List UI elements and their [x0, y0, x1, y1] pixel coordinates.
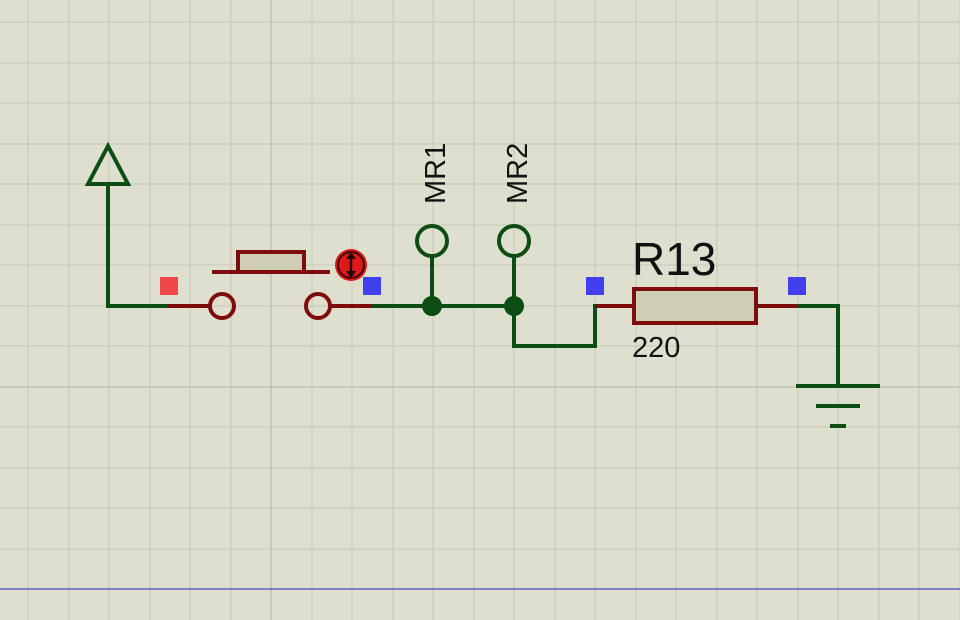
terminal-mr1[interactable]: MR1	[415, 143, 452, 258]
pin-end-marker-blue	[363, 277, 381, 295]
power-arrow-icon[interactable]	[84, 141, 132, 306]
resistor-r13[interactable]: R13 220	[595, 233, 798, 364]
resistor-value-label: 220	[632, 332, 680, 364]
pin-end-marker-blue	[586, 277, 604, 295]
ground-icon[interactable]	[796, 384, 880, 428]
terminal-mr2[interactable]: MR2	[497, 143, 534, 258]
junction-dot-mr2	[504, 296, 524, 316]
terminal-circle-icon	[497, 224, 531, 258]
wire-resistor-to-ground[interactable]	[796, 304, 840, 388]
terminal-circle-icon	[415, 224, 449, 258]
push-button-switch-icon[interactable]	[168, 250, 372, 320]
wire-mr2-to-resistor[interactable]	[512, 304, 597, 348]
pin-end-marker-red	[160, 277, 178, 295]
junction-dot-mr1	[422, 296, 442, 316]
resistor-ref-label: R13	[632, 233, 716, 285]
pin-end-marker-blue	[788, 277, 806, 295]
terminal-label: MR2	[502, 143, 534, 204]
terminal-label: MR1	[420, 143, 452, 204]
resistor-body-icon	[632, 287, 758, 325]
move-cursor-icon[interactable]	[335, 249, 367, 281]
